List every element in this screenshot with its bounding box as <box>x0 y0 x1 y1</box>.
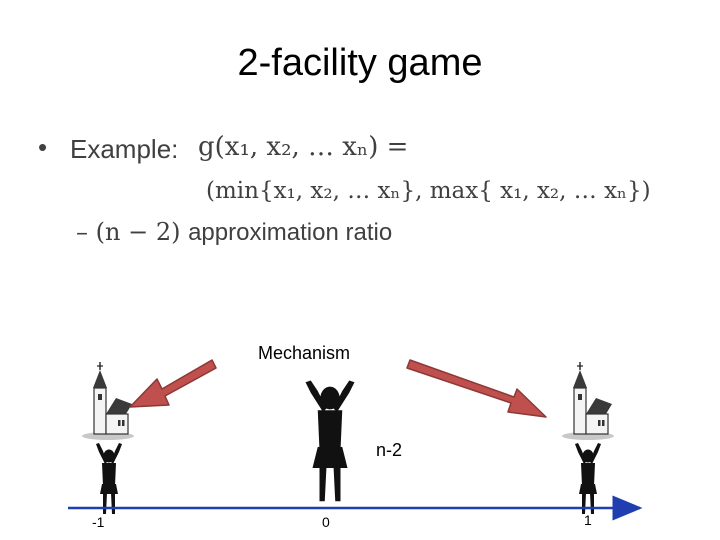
church-icon-left <box>81 361 135 441</box>
slide-title: 2-facility game <box>237 42 483 84</box>
mechanism-label: Mechanism <box>258 343 351 363</box>
arrow-left <box>129 359 217 408</box>
axis-tick-middle: 0 <box>322 514 330 530</box>
person-arms-up-icon-right <box>575 443 601 514</box>
arrow-right <box>406 359 547 418</box>
formula-line-1: g(x₁, x₂, … xₙ) = <box>198 132 409 162</box>
church-icon-right <box>561 361 615 441</box>
bullet-marker: • <box>38 132 48 162</box>
example-label: Example: <box>70 134 179 164</box>
sub-bullet: – (n − 2) approximation ratio <box>76 218 392 247</box>
formula-line-2: (min{x₁, x₂, … xₙ}, max{ x₁, x₂, … xₙ}) <box>206 178 651 204</box>
person-arms-up-icon-left <box>96 443 122 514</box>
group-count-label: n-2 <box>376 440 403 460</box>
mechanism-person-icon <box>305 380 355 502</box>
axis-tick-right: 1 <box>584 512 592 528</box>
ratio-math: – (n − 2) <box>76 218 189 246</box>
ratio-text: approximation ratio <box>188 219 393 246</box>
axis-tick-left: -1 <box>92 514 105 530</box>
